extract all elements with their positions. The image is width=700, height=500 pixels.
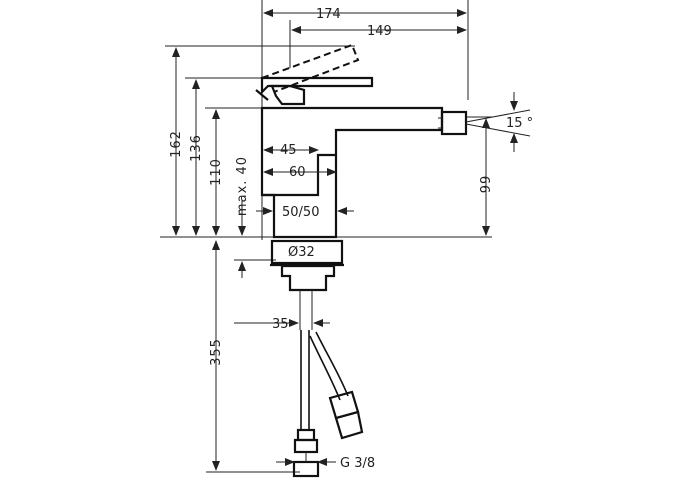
- dim-162-label: 162: [169, 130, 184, 158]
- dim-99: 99: [479, 118, 494, 236]
- dim-174: 174: [263, 7, 467, 22]
- dim-50-50: 50/50: [256, 205, 354, 220]
- dim-136: 136: [189, 79, 204, 236]
- dim-174-label: 174: [316, 7, 341, 22]
- dim-max40: max. 40: [235, 156, 250, 236]
- dim-110-label: 110: [209, 158, 224, 186]
- dim-355: 355: [206, 240, 300, 473]
- dim-110: 110: [209, 109, 224, 236]
- dim-45-label: 45: [280, 143, 297, 158]
- supply-hoses: [292, 330, 364, 478]
- dim-149-label: 149: [367, 24, 392, 39]
- dim-355-label: 355: [209, 338, 224, 366]
- dim-162: 162: [169, 47, 184, 236]
- dim-50-50-label: 50/50: [282, 205, 319, 220]
- dim-149: 149: [291, 24, 467, 39]
- dim-99-label: 99: [479, 175, 494, 194]
- dim-136-label: 136: [189, 134, 204, 162]
- dim-35-label: 35: [272, 317, 289, 332]
- dim-thread: G 3/8: [276, 456, 375, 471]
- dim-max40-label: max. 40: [235, 156, 250, 216]
- dim-60: 60: [263, 165, 337, 180]
- dim-60-label: 60: [289, 165, 306, 180]
- dim-under-arrow: [234, 259, 276, 278]
- lever-handle: [255, 43, 374, 106]
- dim-45: 45: [263, 143, 319, 158]
- dim-diameter-32: Ø32: [288, 245, 315, 260]
- dim-diameter-32-label: Ø32: [288, 245, 315, 260]
- dim-thread-label: G 3/8: [340, 456, 375, 471]
- dim-35: 35: [234, 317, 330, 332]
- dim-angle: 15 °: [465, 92, 533, 152]
- dim-angle-label: 15 °: [506, 116, 533, 131]
